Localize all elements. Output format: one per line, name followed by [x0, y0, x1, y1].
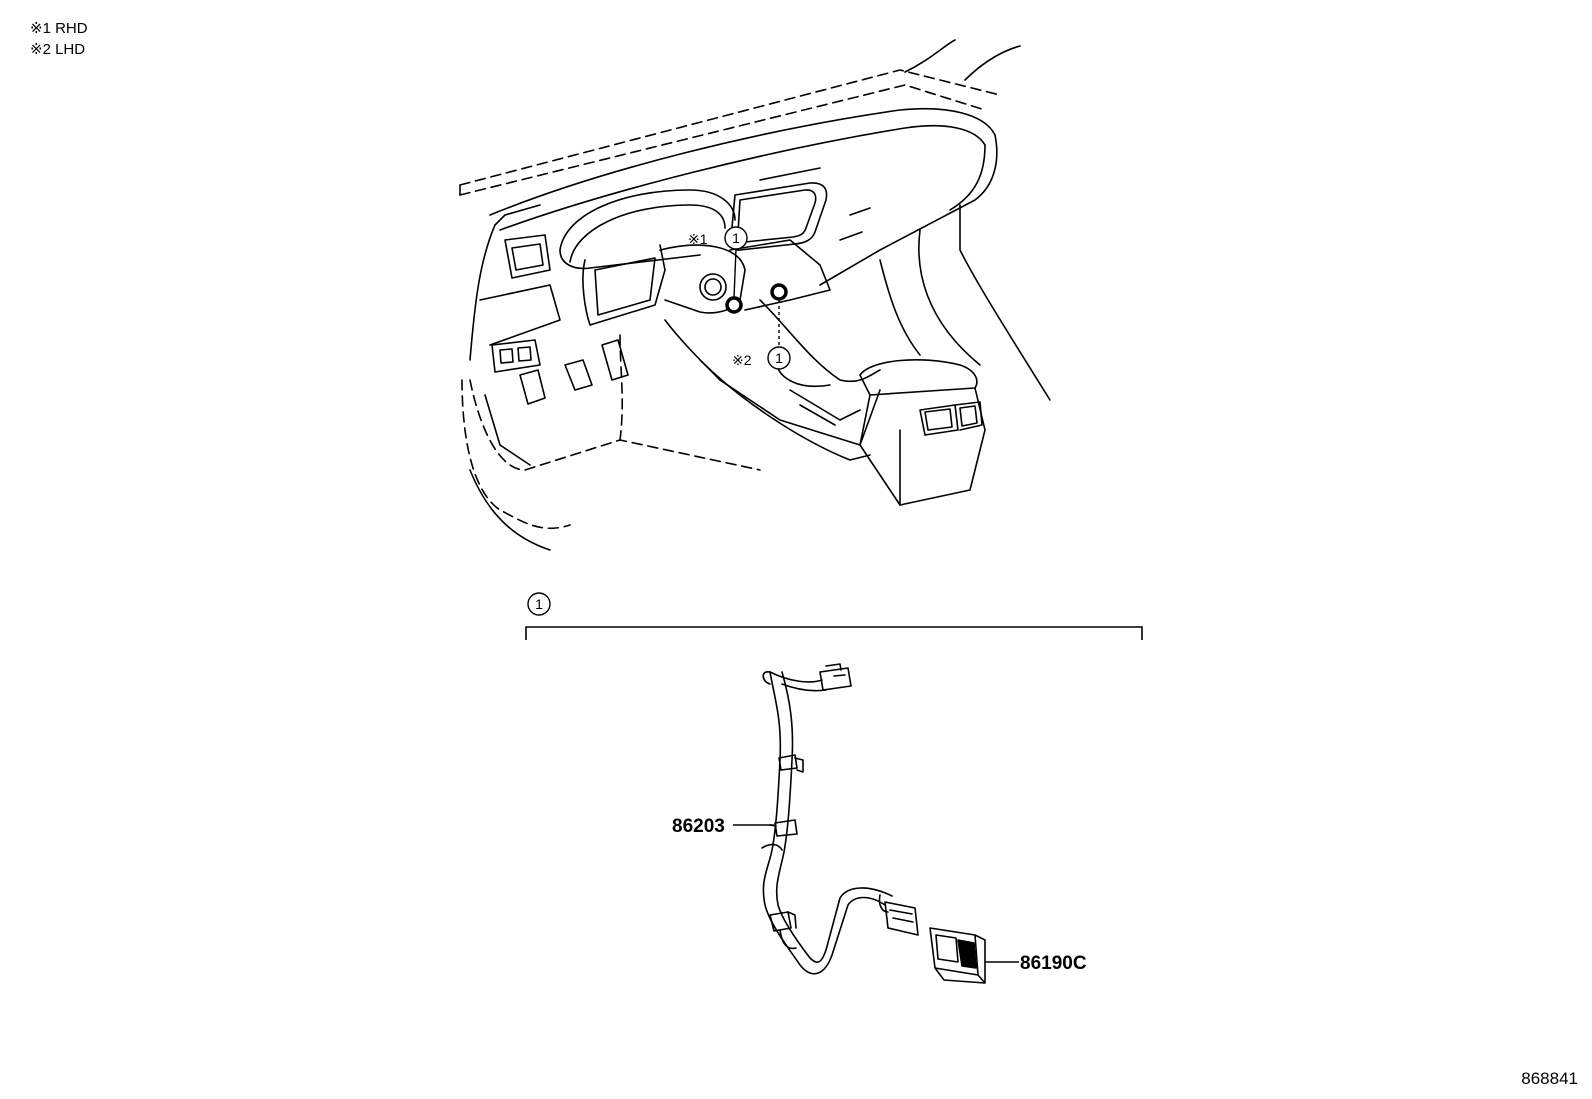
leader-line [733, 248, 737, 299]
document-id: 868841 [1521, 1069, 1578, 1088]
rhd-mark: ※1 [688, 231, 708, 247]
location-marker [725, 296, 743, 314]
bracket-line [525, 626, 1143, 640]
reference-number: 1 [775, 350, 783, 366]
group-bracket: 1 [525, 592, 1143, 640]
legend-label: LHD [55, 41, 86, 58]
part-label-86203: 86203 [672, 816, 774, 837]
dashboard-illustration [459, 39, 1051, 551]
wire-harness-drawing [761, 663, 919, 975]
group-circle [527, 592, 551, 616]
reference-number: 1 [732, 230, 740, 246]
legend-mark: ※2 [30, 41, 51, 58]
legend-label: RHD [55, 20, 88, 37]
reference-circle [767, 346, 791, 370]
location-marker [770, 283, 788, 301]
switch-drawing [929, 927, 986, 984]
part-number: 86203 [672, 816, 725, 837]
legend: ※1 RHD ※2 LHD [30, 18, 88, 60]
part-label-86190C: 86190C [985, 953, 1087, 974]
lhd-callout: 1 ※2 [732, 283, 791, 370]
legend-item-rhd: ※1 RHD [30, 18, 88, 39]
rhd-callout: ※1 1 [688, 226, 748, 314]
legend-mark: ※1 [30, 20, 51, 37]
lhd-mark: ※2 [732, 352, 752, 368]
legend-item-lhd: ※2 LHD [30, 39, 88, 60]
part-number: 86190C [1020, 953, 1087, 974]
group-number: 1 [535, 596, 543, 612]
